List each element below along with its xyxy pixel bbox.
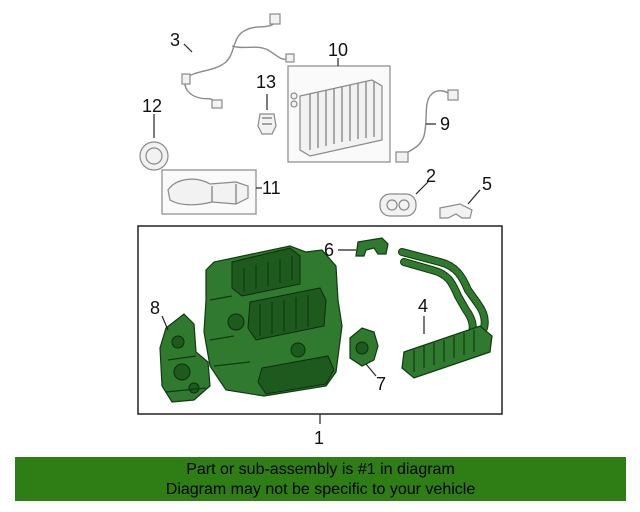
part-11-duct bbox=[161, 169, 257, 215]
callout-1: 1 bbox=[314, 428, 324, 448]
parts-diagram: 3 10 13 12 9 11 2 bbox=[137, 13, 503, 448]
disclaimer-banner: Part or sub-assembly is #1 in diagram Di… bbox=[15, 457, 626, 501]
part-4-heater-core bbox=[398, 248, 493, 379]
part-13-expansion-valve bbox=[257, 113, 277, 135]
part-5-bracket bbox=[439, 203, 473, 219]
callout-10: 10 bbox=[328, 40, 348, 60]
part-7-servo bbox=[349, 327, 379, 367]
part-3-wire-harness bbox=[181, 13, 295, 109]
part-6-clip bbox=[355, 237, 389, 257]
connector bbox=[285, 53, 295, 63]
connector bbox=[181, 73, 191, 85]
connector bbox=[269, 13, 281, 25]
callout-9: 9 bbox=[440, 114, 450, 134]
callout-2: 2 bbox=[426, 166, 436, 186]
callout-7: 7 bbox=[376, 374, 386, 394]
callout-12: 12 bbox=[142, 96, 162, 116]
callout-3: 3 bbox=[170, 30, 180, 50]
callout-6: 6 bbox=[324, 240, 334, 260]
callout-13: 13 bbox=[256, 72, 276, 92]
part-10-evaporator bbox=[287, 65, 391, 163]
callout-5: 5 bbox=[482, 174, 492, 194]
connector bbox=[211, 99, 223, 109]
callout-11: 11 bbox=[262, 178, 281, 198]
connector bbox=[395, 151, 409, 163]
connector bbox=[447, 89, 459, 101]
callout-8: 8 bbox=[150, 298, 160, 318]
part-9-ac-tube bbox=[395, 89, 459, 163]
part-2-seal bbox=[379, 193, 417, 217]
disclaimer-line-1: Part or sub-assembly is #1 in diagram bbox=[186, 461, 455, 478]
part-1-hvac-case bbox=[203, 245, 343, 397]
callout-4: 4 bbox=[418, 296, 428, 316]
disclaimer-line-2: Diagram may not be specific to your vehi… bbox=[165, 481, 476, 498]
part-12-grommet bbox=[139, 141, 169, 171]
part-8-actuator bbox=[159, 313, 211, 403]
